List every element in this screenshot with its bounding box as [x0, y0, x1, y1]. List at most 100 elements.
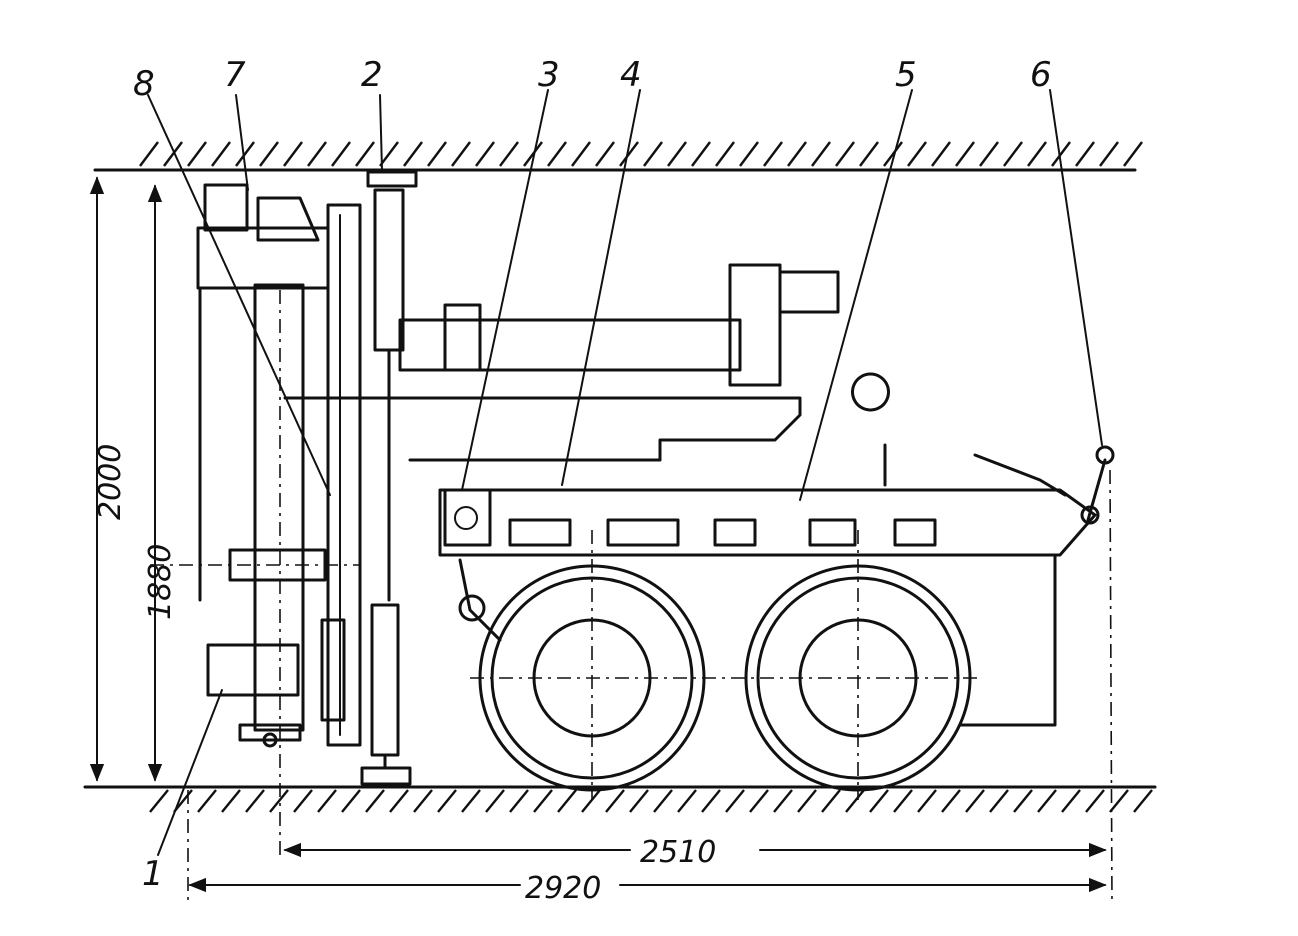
hatch-stroke — [221, 789, 241, 813]
hatch-stroke — [475, 141, 495, 167]
hatch-stroke — [197, 789, 217, 813]
hatch-stroke — [389, 789, 409, 813]
hatch-stroke — [955, 141, 975, 167]
hatch-stroke — [509, 789, 529, 813]
hatch-stroke — [629, 789, 649, 813]
hatch-stroke — [1085, 789, 1105, 813]
leader-lines — [147, 89, 1103, 856]
hatch-stroke — [677, 789, 697, 813]
hatch-stroke — [773, 789, 793, 813]
hatch-stroke — [245, 789, 265, 813]
hatch-stroke — [571, 141, 591, 167]
hatch-stroke — [691, 141, 711, 167]
part-label-3: 3 — [538, 55, 560, 95]
hatch-stroke — [427, 141, 447, 167]
hatch-stroke — [485, 789, 505, 813]
hatch-stroke — [307, 141, 327, 167]
hatch-stroke — [211, 141, 231, 167]
hatch-stroke — [883, 141, 903, 167]
part-label-4: 4 — [620, 55, 642, 95]
hatch-stroke — [739, 141, 759, 167]
hatch-stroke — [235, 141, 255, 167]
hatch-stroke — [365, 789, 385, 813]
machine-body — [438, 372, 1097, 727]
hatch-stroke — [701, 789, 721, 813]
hatch-stroke — [533, 789, 553, 813]
hatch-stroke — [547, 141, 567, 167]
hatch-stroke — [1099, 141, 1119, 167]
hatch-stroke — [317, 789, 337, 813]
hatch-stroke — [1075, 141, 1095, 167]
hatch-stroke — [451, 141, 471, 167]
hatch-stroke — [1061, 789, 1081, 813]
hatch-stroke — [259, 141, 279, 167]
hatch-stroke — [763, 141, 783, 167]
hatch-stroke — [965, 789, 985, 813]
hydraulic-jack-lower — [360, 603, 412, 786]
part-label-7: 7 — [224, 55, 246, 95]
centre-lines — [150, 290, 1113, 906]
hatch-stroke — [283, 141, 303, 167]
hatch-stroke — [1027, 141, 1047, 167]
drill-column — [196, 183, 330, 748]
hatch-stroke — [341, 789, 361, 813]
hatch-stroke — [1123, 141, 1143, 167]
hatch-stroke — [293, 789, 313, 813]
hatch-stroke — [331, 141, 351, 167]
hatch-stroke — [811, 141, 831, 167]
hatch-stroke — [917, 789, 937, 813]
part-label-8: 8 — [133, 64, 155, 104]
hatch-stroke — [643, 141, 663, 167]
feed-chain — [320, 203, 362, 747]
hatch-stroke — [797, 789, 817, 813]
hatch-stroke — [1133, 789, 1153, 813]
hatch-stroke — [667, 141, 687, 167]
hatch-stroke — [619, 141, 639, 167]
hatch-stroke — [941, 789, 961, 813]
tow-lever — [973, 445, 1115, 525]
hatch-stroke — [163, 141, 183, 167]
dimension-inner-height: 1880 — [143, 544, 178, 620]
dimension-overall-height: 2000 — [93, 444, 128, 520]
floor-line — [83, 785, 1157, 813]
hatch-stroke — [859, 141, 879, 167]
hatch-stroke — [787, 141, 807, 167]
hatch-stroke — [1037, 789, 1057, 813]
hatch-stroke — [835, 141, 855, 167]
part-label-5: 5 — [895, 55, 917, 95]
hatch-stroke — [523, 141, 543, 167]
hatch-stroke — [581, 789, 601, 813]
hatch-stroke — [869, 789, 889, 813]
hatch-stroke — [821, 789, 841, 813]
hatch-stroke — [499, 141, 519, 167]
hatch-stroke — [845, 789, 865, 813]
hatch-stroke — [595, 141, 615, 167]
part-label-6: 6 — [1030, 55, 1052, 95]
part-label-2: 2 — [361, 55, 383, 95]
hatch-stroke — [979, 141, 999, 167]
hatch-stroke — [715, 141, 735, 167]
hatch-stroke — [907, 141, 927, 167]
hydraulic-jack-upper — [366, 170, 418, 602]
hatch-stroke — [1003, 141, 1023, 167]
hatch-stroke — [931, 141, 951, 167]
hatch-stroke — [1109, 789, 1129, 813]
hatch-stroke — [413, 789, 433, 813]
hatch-stroke — [893, 789, 913, 813]
hatch-stroke — [269, 789, 289, 813]
hatch-stroke — [557, 789, 577, 813]
dimension-lines — [89, 176, 1107, 893]
feed-boom — [283, 263, 840, 462]
hatch-stroke — [1013, 789, 1033, 813]
hatch-stroke — [605, 789, 625, 813]
hatch-stroke — [461, 789, 481, 813]
hatch-stroke — [187, 141, 207, 167]
hatch-stroke — [149, 789, 169, 813]
hatch-stroke — [437, 789, 457, 813]
hatch-stroke — [403, 141, 423, 167]
hatch-stroke — [379, 141, 399, 167]
roof-line — [93, 141, 1143, 172]
hatch-stroke — [139, 141, 159, 167]
